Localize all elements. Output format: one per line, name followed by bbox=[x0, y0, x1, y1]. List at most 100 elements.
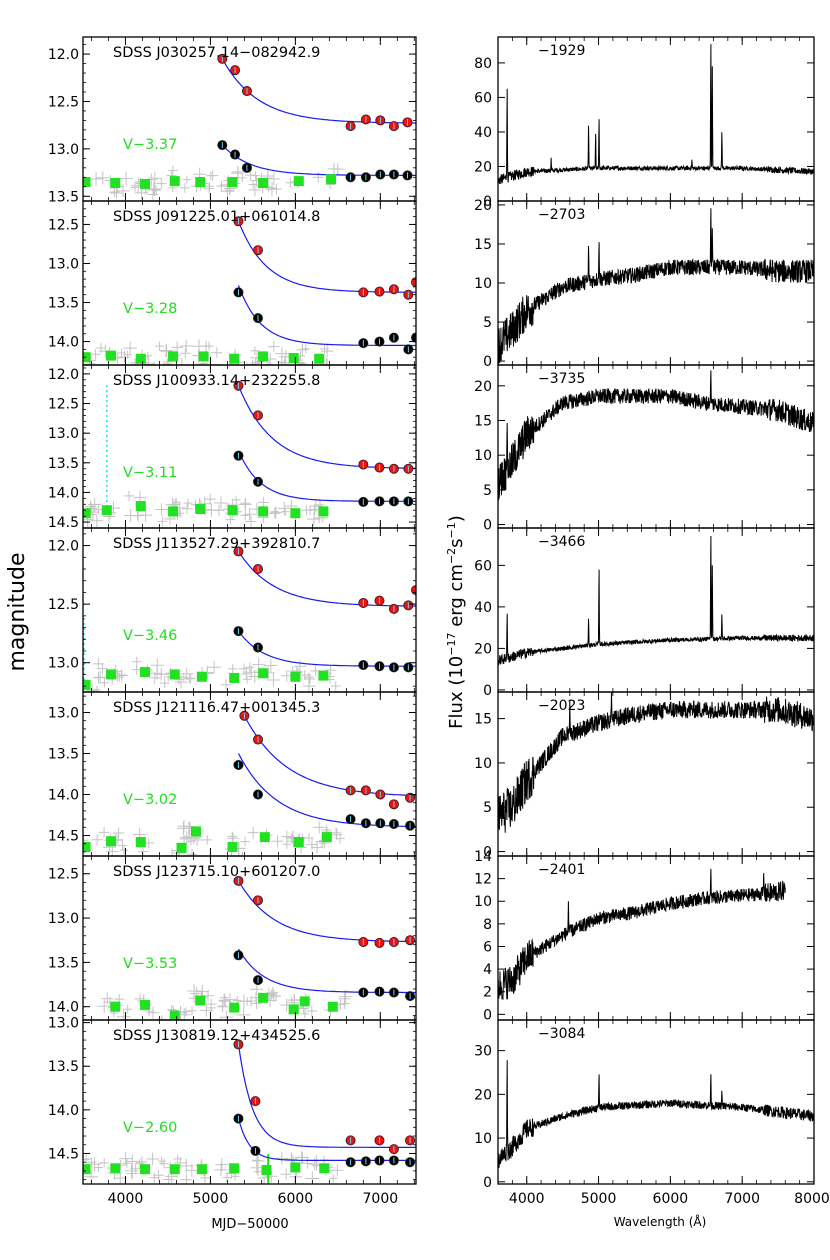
scatter-cross bbox=[304, 674, 316, 685]
scatter-cross bbox=[200, 1173, 210, 1183]
y-tick-label: 14.0 bbox=[48, 1000, 79, 1016]
green-square-point bbox=[318, 670, 329, 681]
scatter-cross bbox=[245, 516, 257, 527]
green-square-point bbox=[83, 1164, 91, 1175]
y-tick-label: 13.5 bbox=[48, 296, 79, 312]
scatter-cross bbox=[181, 503, 193, 514]
scatter-cross bbox=[183, 498, 193, 508]
scatter-cross bbox=[179, 339, 193, 353]
scatter-cross bbox=[180, 348, 191, 359]
y-tick-label: 20 bbox=[474, 198, 492, 214]
y-tick-label: 2 bbox=[483, 985, 492, 1001]
y-tick-label: 14.5 bbox=[48, 1146, 79, 1162]
object-name: SDSS J121116.47+001345.3 bbox=[113, 700, 320, 716]
plot-area bbox=[83, 1039, 416, 1184]
scatter-cross bbox=[271, 183, 282, 195]
scatter-cross bbox=[241, 668, 252, 679]
scatter-cross bbox=[288, 1155, 297, 1164]
green-square-point bbox=[319, 1163, 330, 1174]
green-square-point bbox=[258, 668, 269, 679]
scatter-cross bbox=[247, 827, 259, 839]
v-magnitude-label: V−2.60 bbox=[123, 1120, 177, 1136]
scatter-cross bbox=[240, 837, 250, 847]
scatter-cross bbox=[179, 1159, 194, 1173]
plot-area bbox=[498, 44, 814, 185]
green-square-point bbox=[227, 841, 238, 852]
right-y-axis-label-mid: erg cm bbox=[446, 564, 467, 632]
scatter-cross bbox=[313, 821, 326, 834]
scatter-cross bbox=[218, 1001, 227, 1011]
scatter-cross bbox=[306, 1005, 318, 1017]
scatter-cross bbox=[277, 357, 287, 365]
object-name: SDSS J130819.12+434525.6 bbox=[113, 1028, 320, 1044]
scatter-cross bbox=[238, 663, 250, 675]
fit-curve-red bbox=[237, 385, 416, 469]
spectrum-label: −2703 bbox=[538, 207, 585, 223]
scatter-cross bbox=[301, 1157, 313, 1169]
spectrum-label: −3084 bbox=[538, 1026, 585, 1042]
green-square-point bbox=[190, 826, 201, 837]
green-square-point bbox=[258, 506, 269, 517]
y-tick-label: 6 bbox=[483, 939, 492, 955]
scatter-cross bbox=[266, 673, 281, 687]
scatter-cross bbox=[131, 656, 142, 667]
scatter-cross bbox=[219, 1010, 234, 1020]
y-tick-label: 12.0 bbox=[48, 47, 79, 63]
spectrum-label: −2023 bbox=[538, 698, 585, 714]
green-square-point bbox=[258, 992, 269, 1003]
y-tick-label: 14.5 bbox=[48, 829, 79, 845]
scatter-cross bbox=[177, 820, 191, 833]
scatter-cross bbox=[93, 362, 95, 365]
scatter-cross bbox=[268, 340, 280, 353]
scatter-cross bbox=[148, 171, 162, 185]
object-name: SDSS J100933.14+232255.8 bbox=[113, 373, 320, 389]
scatter-cross bbox=[89, 172, 103, 186]
x-tick-label: 7000 bbox=[363, 1191, 399, 1207]
green-square-point bbox=[198, 351, 209, 362]
green-square-point bbox=[258, 351, 269, 362]
scatter-cross bbox=[331, 1164, 344, 1177]
fit-curve-red bbox=[237, 551, 416, 607]
right-y-axis-label-close: ) bbox=[446, 515, 467, 522]
scatter-cross bbox=[309, 499, 323, 513]
scatter-cross bbox=[163, 361, 165, 365]
green-square-point bbox=[293, 176, 304, 187]
plot-area bbox=[498, 868, 786, 1001]
y-tick-label: 12.5 bbox=[48, 397, 79, 413]
object-name: SDSS J113527.29+392810.7 bbox=[113, 536, 320, 552]
plot-area bbox=[83, 380, 416, 528]
y-tick-label: 15 bbox=[474, 712, 492, 728]
scatter-cross bbox=[267, 172, 281, 186]
green-square-point bbox=[196, 1164, 207, 1175]
scatter-cross bbox=[220, 184, 235, 199]
spectrum-frame bbox=[497, 36, 815, 202]
green-square-point bbox=[290, 671, 301, 682]
y-tick-label: 14.0 bbox=[48, 788, 79, 804]
spectrum-label: −3735 bbox=[538, 371, 585, 387]
green-square-point bbox=[196, 671, 207, 682]
green-square-point bbox=[227, 505, 238, 516]
spectrum-line bbox=[498, 535, 814, 666]
scatter-cross bbox=[211, 347, 223, 359]
scatter-cross bbox=[319, 344, 330, 354]
scatter-cross bbox=[153, 361, 155, 365]
spectrum-frame bbox=[497, 200, 815, 366]
x-tick-label: 6000 bbox=[653, 1191, 689, 1207]
scatter-cross bbox=[90, 514, 104, 528]
green-square-point bbox=[169, 176, 180, 187]
green-square-point bbox=[314, 353, 325, 364]
scatter-cross bbox=[112, 827, 125, 839]
scatter-cross bbox=[185, 672, 196, 684]
y-tick-label: 14.0 bbox=[48, 335, 79, 351]
green-square-point bbox=[227, 177, 238, 188]
scatter-cross bbox=[202, 835, 213, 845]
y-tick-label: 10 bbox=[474, 1131, 492, 1147]
scatter-cross bbox=[93, 1162, 104, 1173]
spectrum-label: −1929 bbox=[538, 43, 585, 59]
fit-curve-red bbox=[221, 58, 416, 124]
plot-area bbox=[97, 875, 416, 1020]
green-square-point bbox=[83, 841, 91, 852]
